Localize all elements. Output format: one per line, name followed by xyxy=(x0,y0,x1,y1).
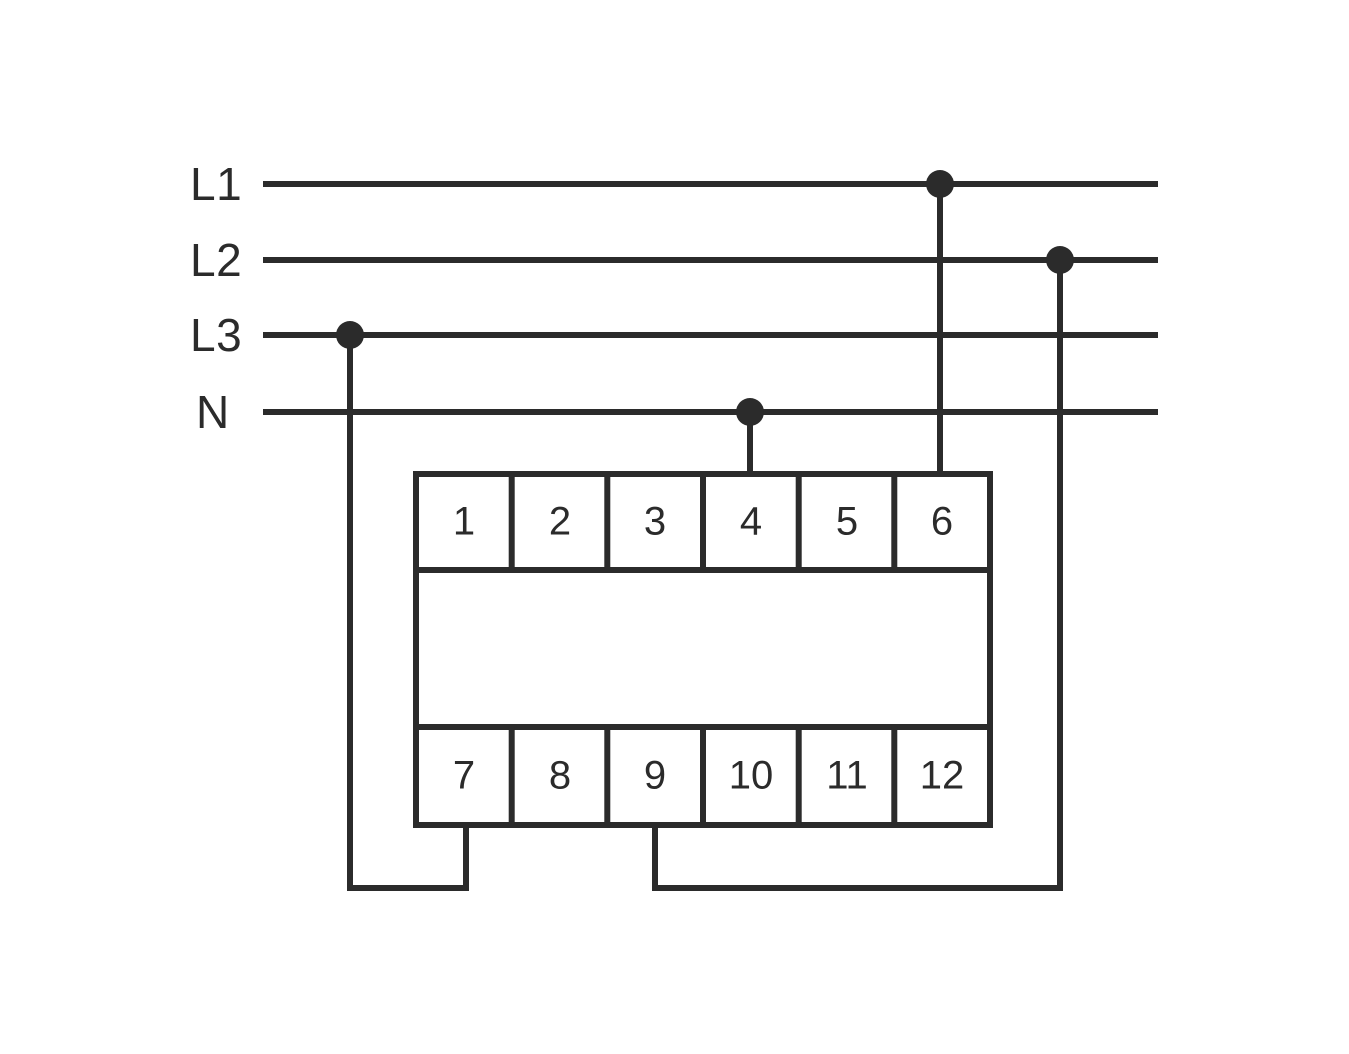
junction-dots-group xyxy=(336,170,1074,426)
wire-L3-to-terminal-7 xyxy=(347,335,469,891)
terminal-label-8: 8 xyxy=(549,754,571,798)
terminal-label-7: 7 xyxy=(453,754,475,798)
terminal-label-10: 10 xyxy=(729,754,774,798)
bus-label-L2: L2 xyxy=(190,234,242,286)
terminal-label-12: 12 xyxy=(920,754,965,798)
bus-label-L3: L3 xyxy=(190,309,242,361)
wire-terminal-9-to-L2 xyxy=(652,260,1063,891)
bus-lines-group xyxy=(263,181,1158,415)
junction-dot-L3 xyxy=(336,321,364,349)
terminal-label-1: 1 xyxy=(453,500,475,544)
bus-labels-group: L1 L2 L3 N xyxy=(190,158,242,438)
bottom-row-cell-dividers xyxy=(508,727,898,825)
terminal-label-2: 2 xyxy=(549,500,571,544)
top-terminal-numbers: 1 2 3 4 5 6 xyxy=(453,500,953,544)
bus-label-L1: L1 xyxy=(190,158,242,210)
bus-label-N: N xyxy=(196,386,230,438)
terminal-label-9: 9 xyxy=(644,754,666,798)
terminal-block-device: 1 2 3 4 5 6 7 8 9 10 11 12 xyxy=(413,471,993,828)
terminal-label-3: 3 xyxy=(644,500,666,544)
junction-dot-L2 xyxy=(1046,246,1074,274)
terminal-label-6: 6 xyxy=(931,500,953,544)
junction-dot-N xyxy=(736,398,764,426)
junction-dot-L1 xyxy=(926,170,954,198)
top-row-cell-dividers xyxy=(508,474,898,570)
bottom-terminal-numbers: 7 8 9 10 11 12 xyxy=(453,754,964,798)
terminal-label-4: 4 xyxy=(740,500,762,544)
terminal-label-11: 11 xyxy=(826,754,868,798)
terminal-label-5: 5 xyxy=(836,500,858,544)
